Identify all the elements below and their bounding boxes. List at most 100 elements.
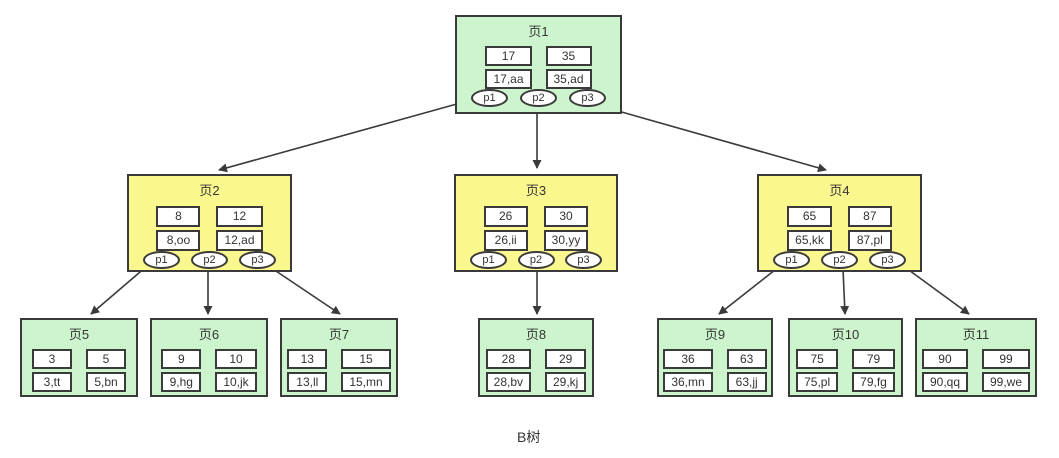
key-record: 17,aa — [485, 69, 532, 89]
key-entry: 30 30,yy — [543, 206, 589, 251]
key-record: 36,mn — [663, 372, 713, 392]
key-value: 12 — [216, 206, 263, 227]
btree-node-page3: 页3 26 26,ii 30 30,yy p1 p2 p3 — [454, 174, 618, 272]
edge-arrow-p2-page10 — [840, 268, 850, 315]
key-record: 30,yy — [543, 230, 589, 251]
pointer-p1: p1 — [143, 251, 180, 269]
pointer-p2: p2 — [191, 251, 228, 269]
node-title: 页4 — [829, 183, 850, 198]
key-row: 26 26,ii 30 30,yy — [483, 206, 589, 251]
edge-arrow-p3-page11 — [901, 264, 970, 315]
btree-node-page11: 页11 90 90,qq 99 99,we — [915, 318, 1037, 397]
key-entry: 79 79,fg — [852, 349, 895, 392]
key-entry: 17 17,aa — [485, 46, 532, 89]
key-entry: 8 8,oo — [156, 206, 201, 251]
key-record: 13,ll — [287, 372, 328, 392]
key-value: 75 — [796, 349, 839, 369]
node-title: 页3 — [525, 183, 547, 198]
key-entry: 87 87,pl — [847, 206, 892, 251]
btree-node-page8: 页8 28 28,bv 29 29,kj — [478, 318, 594, 397]
key-record: 10,jk — [215, 372, 257, 392]
key-row: 65 65,kk 87 87,pl — [787, 206, 892, 251]
pointer-p1: p1 — [470, 251, 507, 269]
pointer-p1: p1 — [773, 251, 810, 269]
key-row: 36 36,mn 63 63,jj — [663, 349, 767, 392]
key-record: 99,we — [982, 372, 1031, 392]
key-entry: 13 13,ll — [287, 349, 328, 392]
key-record: 90,qq — [921, 372, 968, 392]
key-record: 87,pl — [847, 230, 892, 251]
btree-node-page9: 页9 36 36,mn 63 63,jj — [657, 318, 773, 397]
key-value: 35 — [545, 46, 592, 66]
key-value: 99 — [982, 349, 1031, 369]
key-entry: 12 12,ad — [216, 206, 263, 251]
key-record: 65,kk — [787, 230, 832, 251]
pointer-p2: p2 — [517, 251, 555, 269]
key-entry: 75 75,pl — [796, 349, 839, 392]
key-value: 90 — [921, 349, 968, 369]
key-value: 30 — [543, 206, 589, 227]
edge-arrow-p1-page5 — [90, 265, 148, 315]
pointer-p3: p3 — [869, 251, 906, 269]
node-title: 页11 — [962, 327, 990, 342]
key-record: 28,bv — [485, 372, 531, 392]
key-entry: 10 10,jk — [215, 349, 257, 392]
node-title: 页6 — [198, 327, 220, 342]
key-record: 79,fg — [852, 372, 895, 392]
key-entry: 5 5,bn — [86, 349, 126, 392]
key-entry: 28 28,bv — [485, 349, 531, 392]
key-entry: 65 65,kk — [787, 206, 832, 251]
node-title: 页5 — [68, 327, 90, 342]
key-row: 75 75,pl 79 79,fg — [796, 349, 895, 392]
node-title: 页8 — [525, 327, 547, 342]
btree-node-page2: 页2 8 8,oo 12 12,ad p1 p2 p3 — [127, 174, 292, 272]
key-record: 35,ad — [545, 69, 592, 89]
key-record: 8,oo — [156, 230, 201, 251]
btree-node-page5: 页5 3 3,tt 5 5,bn — [20, 318, 138, 397]
key-record: 9,hg — [161, 372, 202, 392]
btree-node-page7: 页7 13 13,ll 15 15,mn — [280, 318, 398, 397]
pointer-row: p1 p2 p3 — [457, 89, 620, 107]
key-entry: 26 26,ii — [483, 206, 528, 251]
key-value: 5 — [86, 349, 126, 369]
key-row: 17 17,aa 35 35,ad — [485, 46, 592, 89]
key-record: 12,ad — [216, 230, 263, 251]
key-value: 3 — [32, 349, 72, 369]
edge-arrow-p1-page2 — [218, 101, 465, 173]
key-row: 28 28,bv 29 29,kj — [485, 349, 587, 392]
key-value: 10 — [215, 349, 257, 369]
node-title: 页10 — [831, 327, 860, 342]
pointer-row: p1 p2 p3 — [759, 251, 920, 269]
key-value: 28 — [485, 349, 531, 369]
key-record: 63,jj — [726, 372, 767, 392]
node-title: 页2 — [199, 183, 220, 198]
key-row: 13 13,ll 15 15,mn — [287, 349, 391, 392]
key-value: 8 — [156, 206, 201, 227]
key-value: 65 — [787, 206, 832, 227]
pointer-p3: p3 — [569, 89, 606, 107]
key-value: 17 — [485, 46, 532, 66]
edge-arrow-p3-page4 — [603, 106, 827, 173]
node-title: 页9 — [704, 327, 726, 342]
key-entry: 99 99,we — [982, 349, 1031, 392]
pointer-p1: p1 — [471, 89, 508, 107]
pointer-p3: p3 — [239, 251, 276, 269]
key-entry: 90 90,qq — [921, 349, 968, 392]
key-entry: 63 63,jj — [726, 349, 767, 392]
key-value: 13 — [287, 349, 328, 369]
key-value: 79 — [852, 349, 895, 369]
key-row: 3 3,tt 5 5,bn — [32, 349, 126, 392]
key-value: 36 — [663, 349, 713, 369]
btree-node-page4: 页4 65 65,kk 87 87,pl p1 p2 p3 — [757, 174, 922, 272]
diagram-caption: B树 — [517, 429, 541, 445]
key-record: 26,ii — [483, 230, 528, 251]
key-record: 15,mn — [341, 372, 391, 392]
key-value: 15 — [341, 349, 391, 369]
edge-arrow-p1-page9 — [718, 265, 781, 315]
key-value: 29 — [545, 349, 587, 369]
btree-node-page10: 页10 75 75,pl 79 79,fg — [788, 318, 903, 397]
key-row: 8 8,oo 12 12,ad — [156, 206, 263, 251]
key-entry: 15 15,mn — [341, 349, 391, 392]
